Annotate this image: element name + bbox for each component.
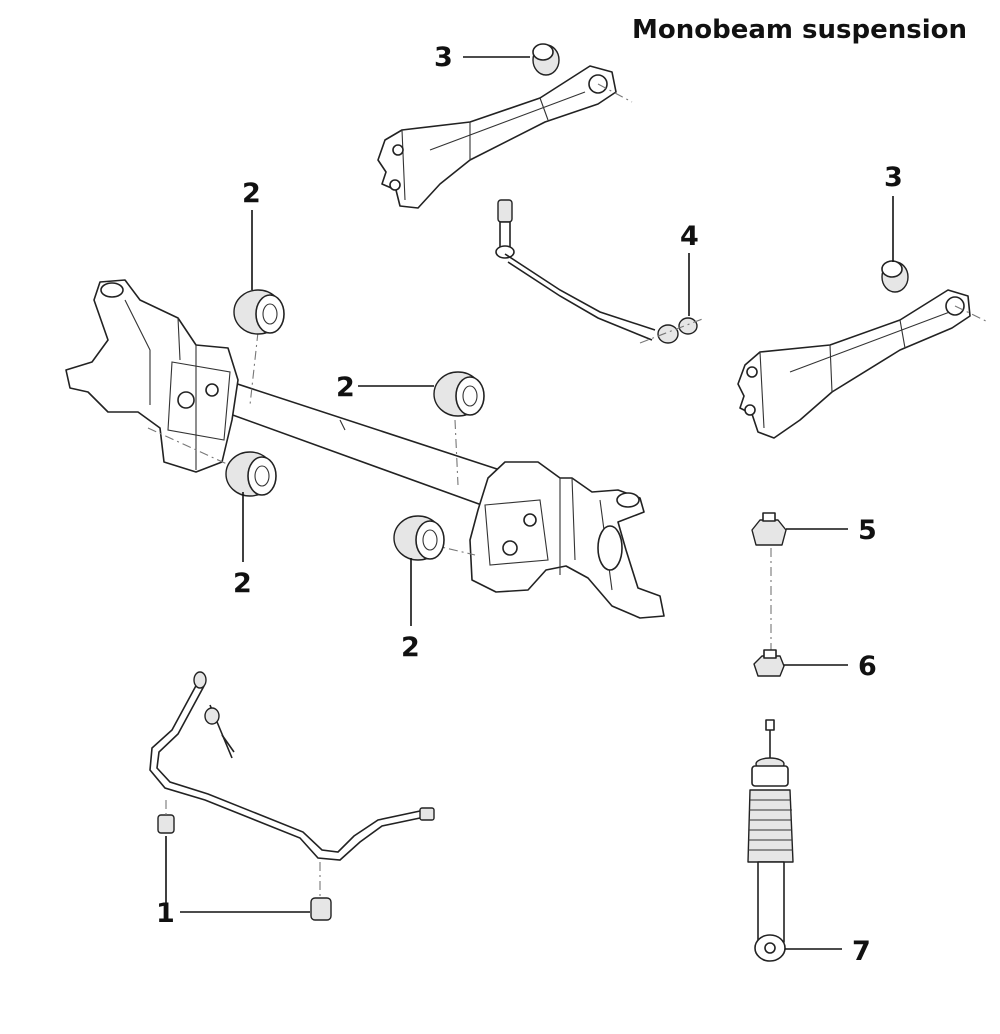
callout-5: 5 xyxy=(858,515,877,546)
callout-2-lower-left: 2 xyxy=(233,568,252,599)
bush-2-upper-right xyxy=(433,371,485,417)
bush-2-upper-left xyxy=(233,289,285,335)
bush-3-upper xyxy=(532,43,560,76)
trailing-arm-right xyxy=(737,289,989,439)
callout-7: 7 xyxy=(852,936,871,967)
callout-3-right: 3 xyxy=(884,162,903,193)
callout-4: 4 xyxy=(680,221,699,252)
callout-6: 6 xyxy=(858,651,877,682)
shock-top-bush xyxy=(753,649,785,677)
bush-2-lower-left xyxy=(225,451,277,497)
callout-3-upper: 3 xyxy=(434,42,453,73)
bush-3-right xyxy=(881,260,909,293)
trailing-arm-upper xyxy=(377,65,633,209)
shock-nut xyxy=(751,512,787,546)
anti-roll-bar xyxy=(149,671,435,921)
callout-2-lower-right: 2 xyxy=(401,632,420,663)
diagram-title: Monobeam suspension xyxy=(632,15,967,45)
callout-2-upper-right: 2 xyxy=(336,372,355,403)
callout-2-upper-left: 2 xyxy=(242,178,261,209)
callout-1: 1 xyxy=(156,898,175,929)
leader-1 xyxy=(165,836,310,913)
bush-2-lower-right xyxy=(393,515,445,561)
shock-absorber xyxy=(747,719,794,962)
track-rod xyxy=(495,199,706,344)
monobeam-axle xyxy=(65,279,665,619)
